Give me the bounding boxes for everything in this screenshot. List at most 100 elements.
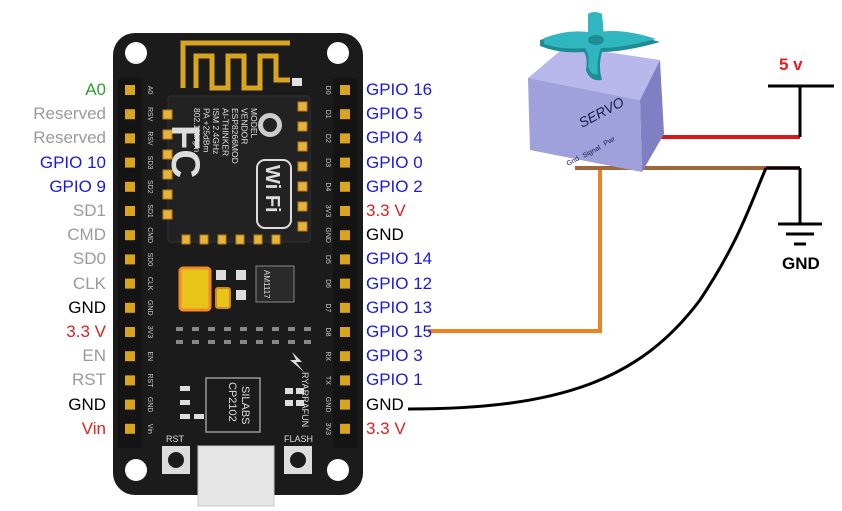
ground-return-wire bbox=[407, 167, 768, 411]
fc-mark: FC bbox=[163, 125, 207, 178]
right-header-pin bbox=[340, 302, 350, 313]
left-pin-label-5: GPIO 9 bbox=[49, 176, 106, 196]
left-pin-label-2: Reserved bbox=[33, 104, 106, 124]
right-silk-label: D5 bbox=[324, 255, 331, 264]
right-silk-label: 3V3 bbox=[324, 423, 331, 436]
left-header-pin bbox=[125, 181, 135, 192]
right-pin-label-8: GPIO 14 bbox=[366, 249, 433, 269]
left-silk-label: CLK bbox=[146, 277, 153, 291]
left-silk-label: CMD bbox=[146, 227, 153, 243]
left-pin-label-10: GND bbox=[68, 297, 106, 317]
left-pin-label-8: SD0 bbox=[72, 249, 106, 269]
left-pin-label-14: GND bbox=[68, 394, 106, 414]
left-pin-label-11: 3.3 V bbox=[66, 322, 106, 341]
regulator bbox=[255, 265, 295, 303]
right-pin-label-7: GND bbox=[366, 225, 404, 245]
right-pin-label-3: GPIO 4 bbox=[366, 128, 423, 148]
right-silk-label: D4 bbox=[324, 182, 331, 191]
right-silk-label: D8 bbox=[324, 328, 331, 337]
supply-ground-label: GND bbox=[782, 254, 820, 273]
right-pin-label-1: GPIO 16 bbox=[366, 80, 433, 99]
left-header-pin bbox=[125, 85, 135, 95]
right-silk-label: GND bbox=[324, 227, 331, 243]
left-silk-label: EN bbox=[146, 351, 153, 361]
rst-button-label: RST bbox=[166, 434, 185, 444]
right-header-pin bbox=[340, 399, 350, 410]
right-pin-label-13: GPIO 1 bbox=[366, 370, 423, 390]
right-header-pin bbox=[340, 157, 350, 168]
right-header-pin bbox=[340, 327, 350, 337]
left-header-pin bbox=[125, 157, 135, 168]
right-header-pin bbox=[340, 109, 350, 120]
left-silk-label: A0 bbox=[146, 86, 153, 95]
supply-voltage-label: 5 v bbox=[779, 55, 803, 74]
right-header-pin bbox=[340, 206, 350, 216]
left-pin-label-15: Vin bbox=[81, 418, 106, 438]
left-header-pin bbox=[125, 327, 135, 337]
right-header-pin bbox=[340, 230, 350, 241]
right-pin-label-5: GPIO 2 bbox=[366, 176, 423, 196]
module-text-line: PA +25dBm bbox=[202, 108, 212, 153]
supply-symbols bbox=[766, 84, 834, 246]
left-header-pin bbox=[125, 109, 135, 120]
left-header-pin bbox=[125, 399, 135, 410]
left-silk-label: SD0 bbox=[146, 253, 153, 267]
left-pin-label-7: CMD bbox=[67, 225, 106, 245]
flash-button-label: FLASH bbox=[284, 434, 313, 444]
usb-chip-label-2: CP2102 bbox=[226, 382, 238, 422]
right-silk-label: 3V3 bbox=[324, 205, 331, 218]
left-header-pin bbox=[125, 351, 135, 362]
left-pin-label-9: CLK bbox=[72, 273, 106, 293]
left-silk-label: 3V3 bbox=[146, 326, 153, 339]
module-text-line: AI-THINKER bbox=[221, 108, 231, 156]
module-text-line: 802.11b/g/n bbox=[192, 108, 202, 153]
left-pin-label-6: SD1 bbox=[72, 201, 106, 220]
right-pin-label-11: GPIO 15 bbox=[366, 322, 433, 341]
left-silk-label: GND bbox=[146, 397, 153, 413]
right-silk-label: GND bbox=[324, 397, 331, 413]
left-silk-label: GND bbox=[146, 300, 153, 316]
right-pin-label-4: GPIO 0 bbox=[366, 152, 423, 172]
right-header-pin bbox=[340, 254, 350, 265]
left-pin-label-4: GPIO 10 bbox=[39, 152, 106, 172]
right-silk-label: D3 bbox=[324, 158, 331, 167]
left-silk-label: SD3 bbox=[146, 156, 153, 170]
right-pin-label-2: GPIO 5 bbox=[366, 104, 423, 124]
brand-label: RYARRAFUN bbox=[300, 372, 310, 427]
right-header-pin bbox=[340, 351, 350, 362]
right-header-pin bbox=[340, 375, 350, 386]
left-pin-label-1: A0 bbox=[85, 80, 106, 99]
right-pin-label-14: GND bbox=[366, 394, 404, 414]
right-pin-label-6: 3.3 V bbox=[366, 201, 406, 220]
module-text-line: VENDOR bbox=[240, 108, 250, 144]
header-pins bbox=[125, 85, 350, 434]
right-header-pin bbox=[340, 423, 350, 434]
left-header-pin bbox=[125, 278, 135, 289]
left-header-pin bbox=[125, 254, 135, 265]
left-header-pin bbox=[125, 375, 135, 386]
left-pin-label-3: Reserved bbox=[33, 128, 106, 148]
module-text-line: ESP8266MOD bbox=[230, 108, 240, 164]
right-silk-label: D1 bbox=[324, 110, 331, 119]
usb-chip-label-1: SILABS bbox=[239, 386, 251, 425]
usb-uart-chip bbox=[205, 377, 261, 433]
servo-horn bbox=[540, 12, 660, 81]
left-pin-label-13: RST bbox=[72, 370, 106, 390]
right-silk-label: D7 bbox=[324, 303, 331, 312]
left-header-pin bbox=[125, 230, 135, 241]
right-header-pin bbox=[340, 181, 350, 192]
wifi-logo bbox=[256, 159, 292, 229]
left-pin-label-12: EN bbox=[82, 346, 106, 366]
module-text-line: MODEL bbox=[249, 108, 259, 139]
left-header-pin bbox=[125, 302, 135, 313]
left-header-pin bbox=[125, 206, 135, 216]
left-silk-label: SD1 bbox=[146, 204, 153, 218]
right-silk-label: D0 bbox=[324, 86, 331, 95]
right-silk-label: RX bbox=[324, 351, 331, 361]
antenna-trace bbox=[180, 40, 290, 91]
left-header-pin bbox=[125, 423, 135, 434]
servo-motor: SERVO Gnd Signal Pwr bbox=[528, 12, 664, 172]
